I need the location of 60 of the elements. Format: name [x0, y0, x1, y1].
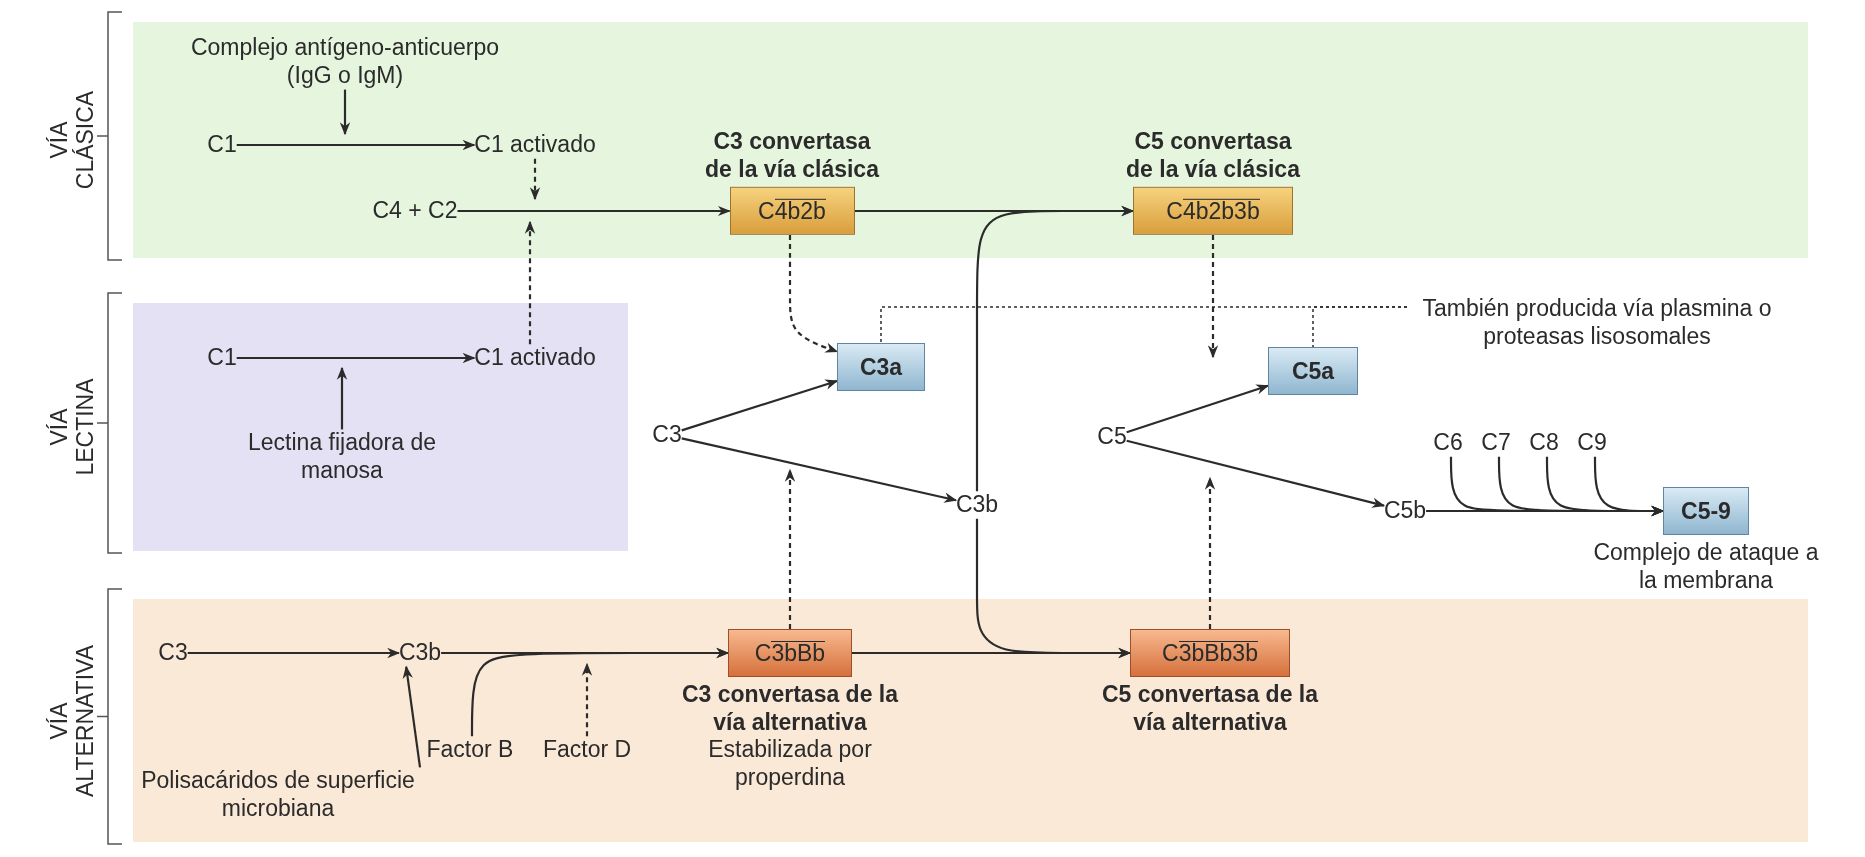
- arrow: [187, 647, 401, 659]
- dashed-arrow: [524, 220, 536, 345]
- arrow: [457, 205, 731, 217]
- component-label: C1 activado: [474, 131, 596, 159]
- arrow: [336, 366, 348, 430]
- dashed-arrow: [529, 158, 541, 201]
- component-label: C3b: [955, 491, 999, 519]
- caption-text: Complejo de ataque a la membrana: [1592, 539, 1820, 595]
- pathway-label: VÍA LECTINA: [45, 377, 99, 478]
- component-label: C1 activado: [474, 344, 596, 372]
- arrow: [1126, 439, 1386, 508]
- component-label: Complejo antígeno-anticuerpo (IgG o IgM): [170, 34, 520, 90]
- arrow: [1593, 456, 1665, 517]
- arrow: [402, 665, 422, 768]
- component-label: C5: [1097, 423, 1127, 451]
- arrow: [236, 139, 476, 151]
- complex-box: C5a: [1268, 347, 1358, 395]
- component-label: También producida vía plasmina o proteasas lisosomales: [1407, 295, 1787, 351]
- arrow: [852, 647, 1132, 659]
- caption-text: C3 convertasa de la vía alternativa: [680, 681, 900, 737]
- arrow: [681, 379, 839, 432]
- component-label: C4 + C2: [372, 197, 458, 225]
- component-label: C1: [207, 131, 237, 159]
- complex-box: C3bBb: [728, 629, 852, 677]
- caption-text: C5 convertasa de la vía clásica: [1125, 127, 1302, 183]
- component-label: Factor B: [420, 736, 520, 764]
- arrow: [1126, 384, 1270, 434]
- arrow: [470, 647, 730, 737]
- complex-box: C3bBb3b: [1130, 629, 1290, 677]
- pathway-label: VÍA ALTERNATIVA: [45, 643, 99, 799]
- complex-box: C4b2b: [729, 187, 855, 235]
- component-label: C5b: [1383, 497, 1427, 525]
- dashed-arrow: [581, 662, 593, 737]
- caption-text: C3 convertasa de la vía clásica: [704, 127, 881, 183]
- component-label: C3b: [398, 639, 442, 667]
- arrow: [236, 352, 476, 364]
- complex-box: C3a: [837, 343, 925, 391]
- component-label: C3: [652, 421, 682, 449]
- dashed-arrow: [784, 468, 796, 629]
- component-label: Factor D: [537, 736, 637, 764]
- leader-line: [1312, 306, 1408, 348]
- pathway-label: VÍA CLÁSICA: [45, 89, 99, 192]
- component-label: C6: [1433, 429, 1463, 457]
- dashed-arrow: [1207, 235, 1219, 359]
- component-label: C8: [1529, 429, 1559, 457]
- component-label: Lectina fijadora de manosa: [242, 429, 442, 485]
- component-label: C1: [207, 344, 237, 372]
- dashed-arrow: [788, 235, 839, 353]
- complex-box: C4b2b3b: [1133, 187, 1293, 235]
- arrow: [681, 437, 958, 503]
- component-label: C7: [1481, 429, 1511, 457]
- arrow: [339, 89, 351, 136]
- arrow: [975, 205, 1135, 492]
- component-label: Polisacáridos de superficie microbiana: [133, 767, 423, 823]
- caption-text: Estabilizada por properdina: [707, 736, 873, 792]
- dashed-arrow: [1204, 476, 1216, 629]
- component-label: C3: [158, 639, 188, 667]
- caption-text: C5 convertasa de la vía alternativa: [1100, 681, 1320, 737]
- component-label: C9: [1577, 429, 1607, 457]
- complex-box: C5-9: [1663, 487, 1749, 535]
